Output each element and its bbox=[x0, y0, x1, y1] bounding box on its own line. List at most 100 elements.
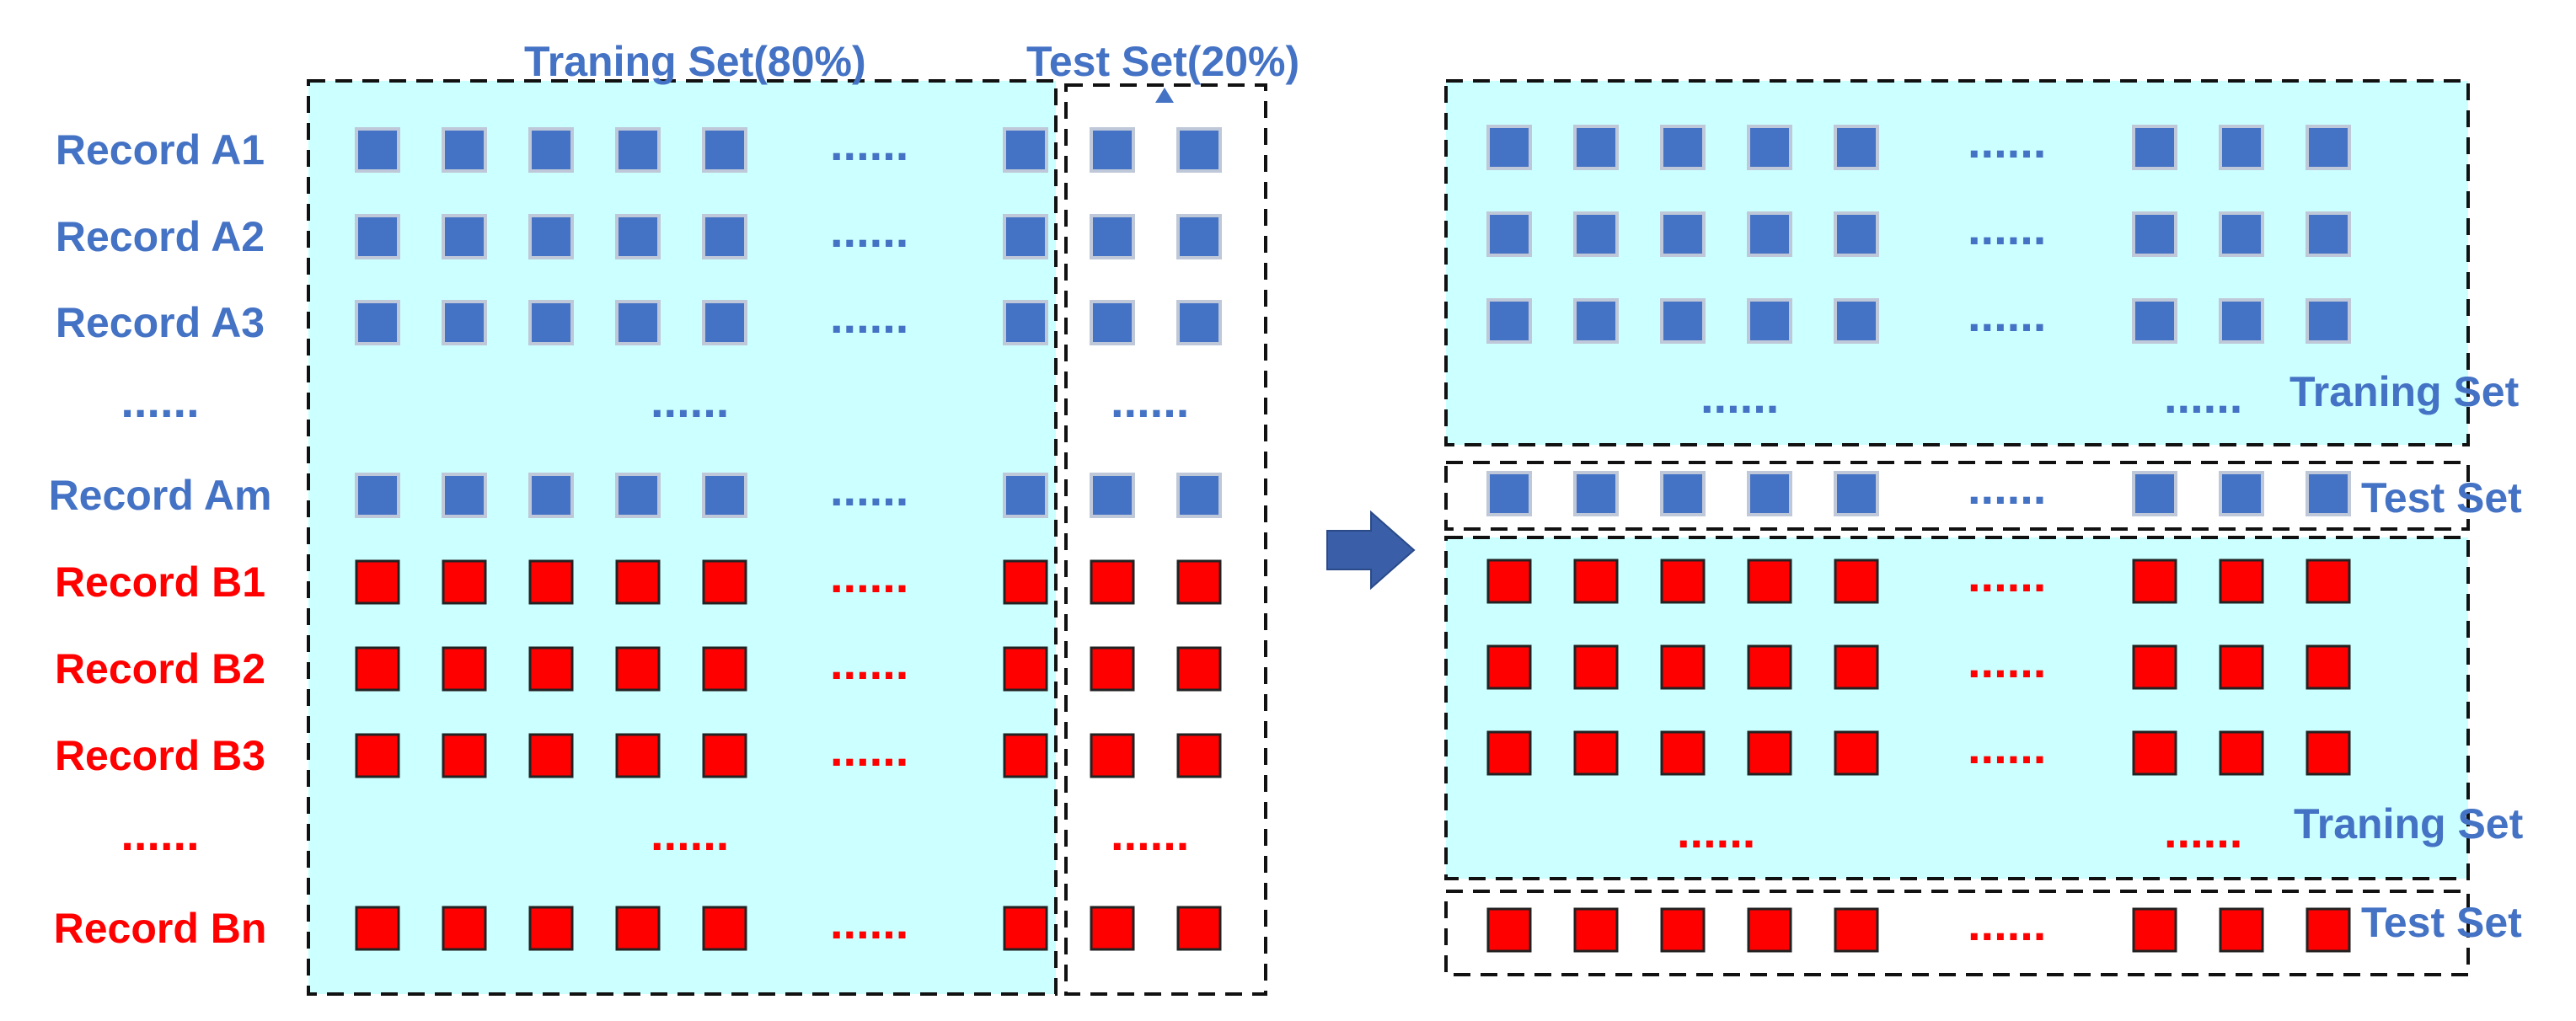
record-square bbox=[1660, 730, 1706, 776]
row-label-ellipsis: ...... bbox=[120, 374, 199, 427]
record-square bbox=[615, 906, 661, 951]
record-square bbox=[2219, 471, 2264, 516]
ellipsis-dots: ...... bbox=[830, 636, 908, 689]
record-square bbox=[615, 473, 661, 518]
record-square bbox=[1003, 214, 1048, 259]
record-square bbox=[1176, 906, 1222, 951]
ellipsis-dots: ...... bbox=[830, 462, 908, 516]
ellipsis-dots: ...... bbox=[1677, 805, 1755, 858]
record-square bbox=[2219, 559, 2264, 604]
record-square bbox=[1486, 730, 1532, 776]
record-square bbox=[1834, 471, 1879, 516]
ellipsis-dots: ...... bbox=[2164, 805, 2242, 858]
ellipsis-dots: ...... bbox=[1968, 288, 2046, 341]
record-square bbox=[355, 559, 400, 605]
ellipsis-dots: ...... bbox=[830, 895, 908, 949]
record-square bbox=[355, 906, 400, 951]
record-square bbox=[702, 559, 747, 605]
row-label: Record A2 bbox=[56, 213, 265, 260]
record-square bbox=[1573, 211, 1619, 257]
record-square bbox=[1834, 907, 1879, 953]
record-square bbox=[1747, 730, 1792, 776]
record-square bbox=[2219, 125, 2264, 170]
record-square bbox=[2306, 730, 2351, 776]
record-square bbox=[1573, 730, 1619, 776]
record-square bbox=[2219, 298, 2264, 344]
record-square bbox=[355, 214, 400, 259]
ellipsis-dots: ...... bbox=[1968, 461, 2046, 514]
row-label: Record Am bbox=[49, 472, 272, 519]
record-square bbox=[1003, 300, 1048, 345]
record-square bbox=[355, 733, 400, 778]
ellipsis-dots: ...... bbox=[830, 723, 908, 776]
record-square bbox=[1003, 646, 1048, 692]
record-square bbox=[615, 646, 661, 692]
record-square bbox=[2132, 125, 2177, 170]
record-square bbox=[2219, 907, 2264, 953]
record-square bbox=[1747, 644, 1792, 690]
right-training-label-a: Traning Set bbox=[2289, 368, 2520, 415]
record-square bbox=[355, 127, 400, 173]
record-square bbox=[1486, 298, 1532, 344]
row-label: Record Bn bbox=[54, 905, 267, 952]
record-square bbox=[1573, 559, 1619, 604]
record-square bbox=[1090, 473, 1135, 518]
record-square bbox=[702, 646, 747, 692]
ellipsis-dots: ...... bbox=[1111, 807, 1189, 860]
record-square bbox=[1573, 298, 1619, 344]
ellipsis-dots: ...... bbox=[830, 117, 908, 170]
record-square bbox=[528, 300, 574, 345]
record-square bbox=[1834, 211, 1879, 257]
record-square bbox=[1003, 559, 1048, 605]
record-square bbox=[1573, 125, 1619, 170]
right-test-label-b: Test Set bbox=[2361, 899, 2522, 946]
record-square bbox=[442, 300, 487, 345]
record-square bbox=[1573, 907, 1619, 953]
record-square bbox=[615, 214, 661, 259]
record-square bbox=[528, 214, 574, 259]
record-square bbox=[1486, 471, 1532, 516]
ellipsis-dots: ...... bbox=[1968, 634, 2046, 687]
ellipsis-dots: ...... bbox=[1968, 201, 2046, 254]
ellipsis-dots: ...... bbox=[1700, 370, 1779, 423]
caret-up-icon bbox=[1155, 88, 1174, 103]
record-square bbox=[702, 214, 747, 259]
record-square bbox=[1834, 644, 1879, 690]
right-arrow-icon bbox=[1326, 510, 1416, 591]
record-square bbox=[2306, 125, 2351, 170]
record-square bbox=[1486, 211, 1532, 257]
left-training-panel bbox=[307, 79, 1058, 996]
record-square bbox=[1660, 644, 1706, 690]
record-square bbox=[702, 127, 747, 173]
record-square bbox=[2132, 471, 2177, 516]
record-square bbox=[528, 646, 574, 692]
record-square bbox=[615, 300, 661, 345]
record-square bbox=[1486, 559, 1532, 604]
record-square bbox=[1090, 906, 1135, 951]
record-square bbox=[702, 300, 747, 345]
row-label: Record B3 bbox=[55, 732, 265, 779]
record-square bbox=[1747, 211, 1792, 257]
record-square bbox=[1176, 559, 1222, 605]
right-test-label-a: Test Set bbox=[2361, 474, 2522, 521]
record-square bbox=[1834, 125, 1879, 170]
record-square bbox=[528, 127, 574, 173]
record-square bbox=[355, 646, 400, 692]
record-square bbox=[1176, 473, 1222, 518]
ellipsis-dots: ...... bbox=[651, 374, 729, 427]
record-square bbox=[1747, 298, 1792, 344]
record-square bbox=[2132, 211, 2177, 257]
record-square bbox=[2306, 211, 2351, 257]
record-square bbox=[2306, 644, 2351, 690]
record-square bbox=[1747, 907, 1792, 953]
right-training-label-b: Traning Set bbox=[2294, 800, 2524, 847]
record-square bbox=[1660, 471, 1706, 516]
record-square bbox=[442, 906, 487, 951]
row-label: Record A1 bbox=[56, 126, 265, 174]
record-square bbox=[2219, 211, 2264, 257]
record-square bbox=[2306, 559, 2351, 604]
record-square bbox=[442, 733, 487, 778]
record-square bbox=[1660, 559, 1706, 604]
ellipsis-dots: ...... bbox=[651, 807, 729, 860]
